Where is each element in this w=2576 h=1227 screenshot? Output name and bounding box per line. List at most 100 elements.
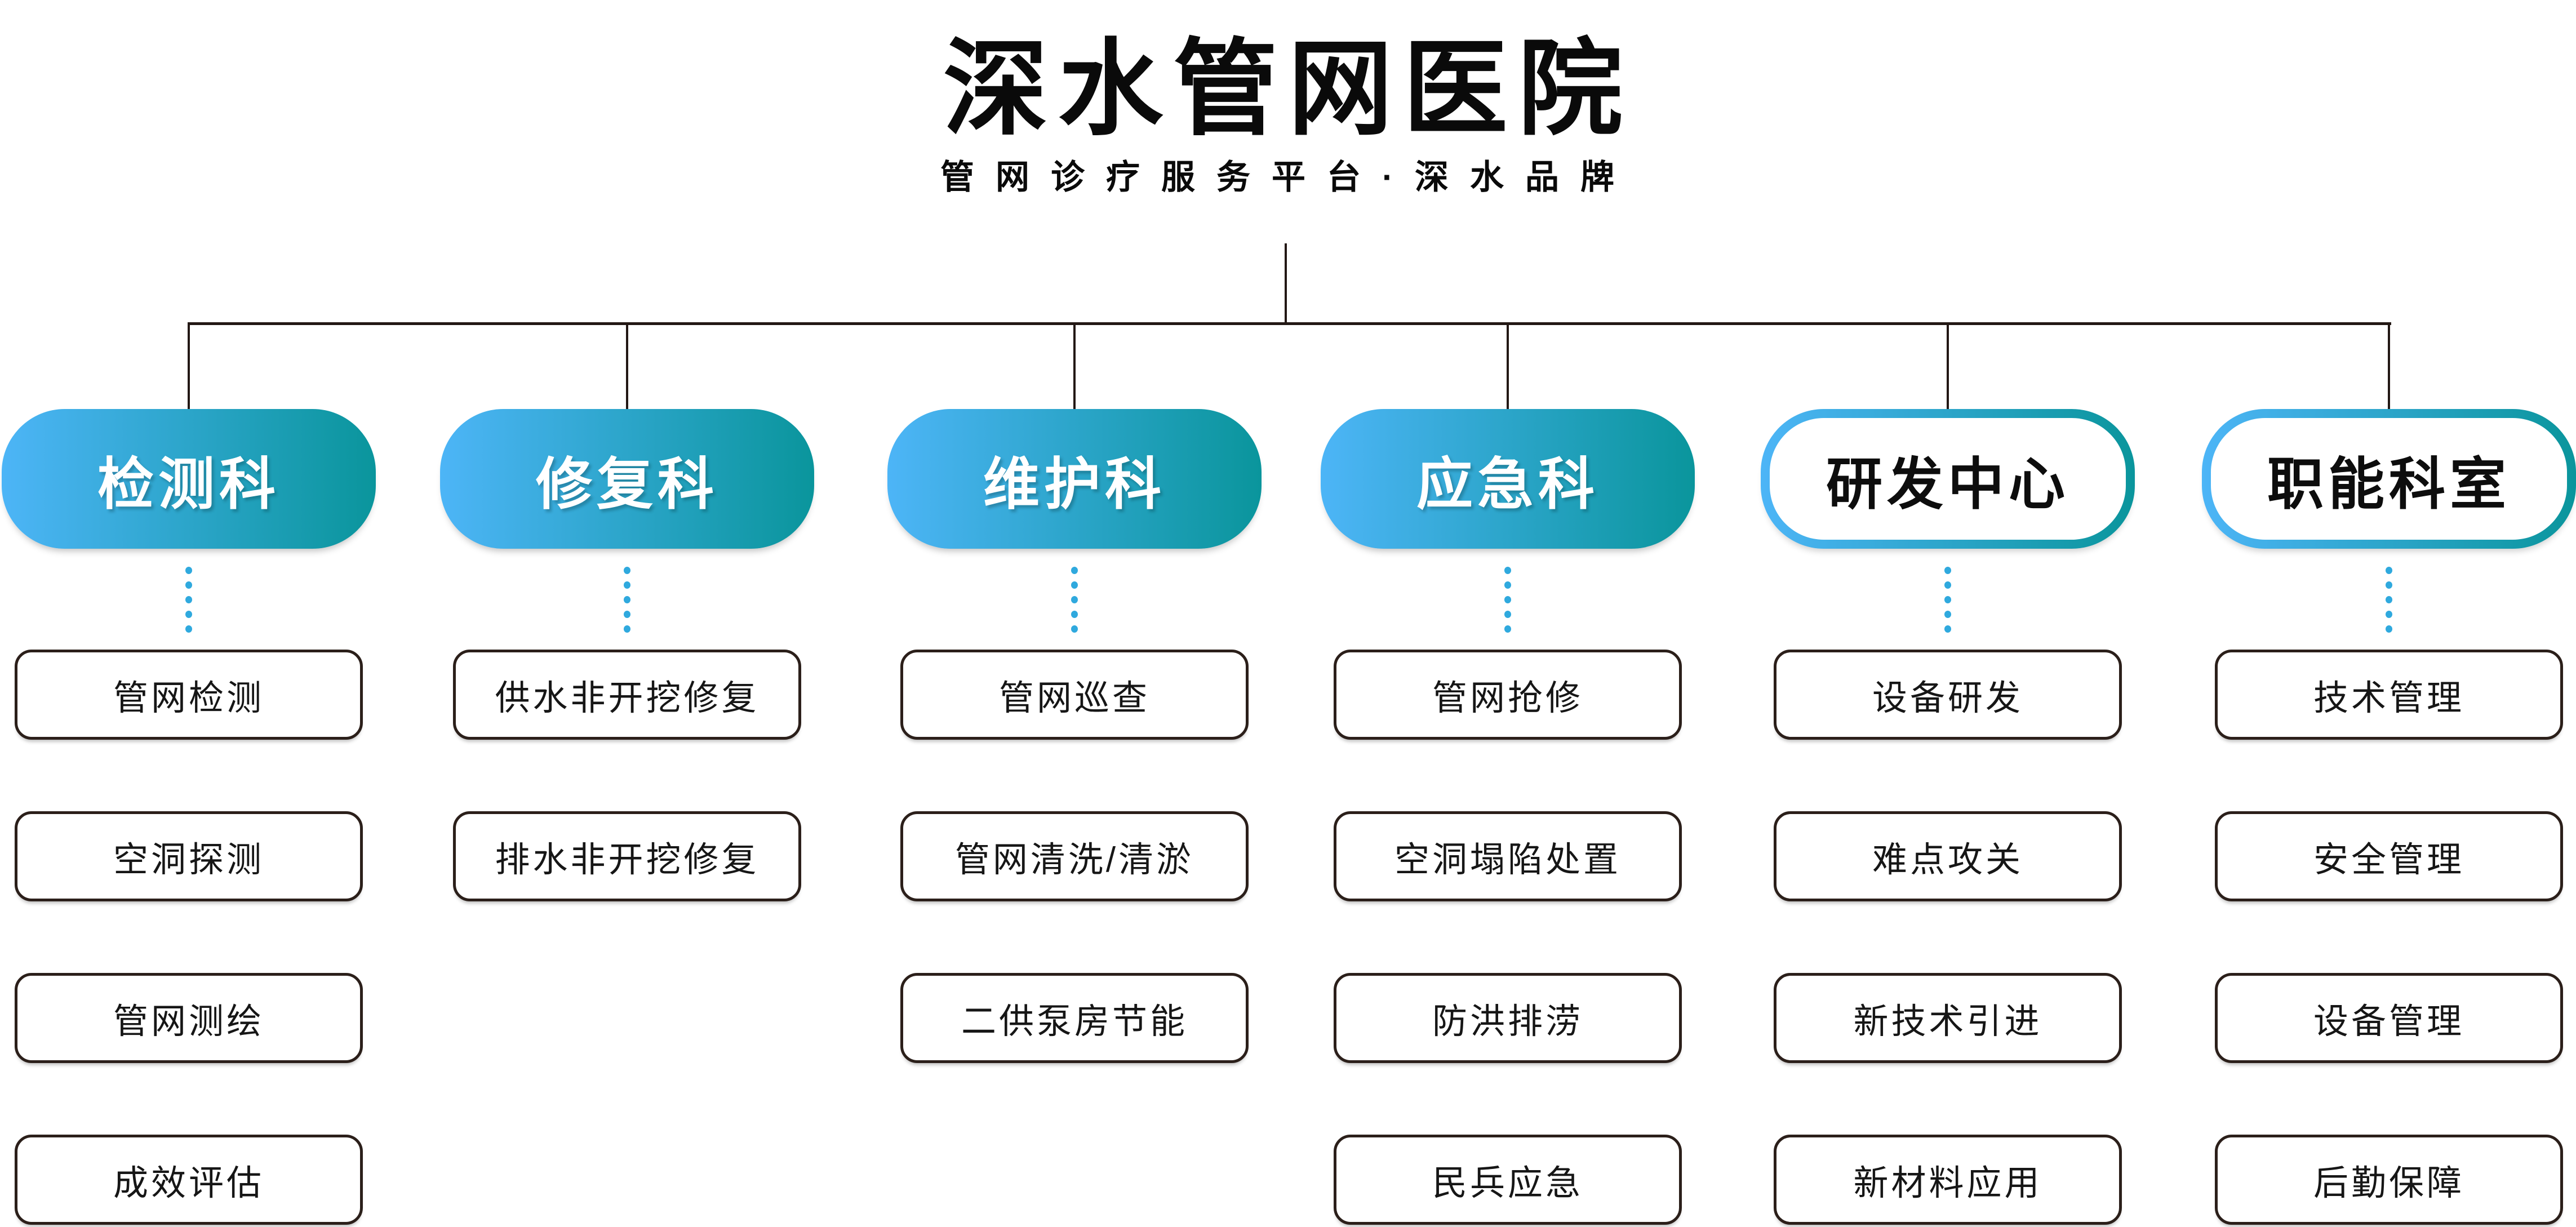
dot: [624, 625, 630, 633]
dotted-connector: [2386, 567, 2392, 633]
connector-horizontal-line: [188, 322, 2391, 325]
dot: [1071, 625, 1078, 633]
dot: [185, 625, 192, 633]
connector-drop: [2388, 323, 2390, 411]
dot: [185, 596, 192, 603]
dotted-connector: [1944, 567, 1951, 633]
dot: [1504, 611, 1511, 618]
service-item-box: 新技术引进: [1774, 973, 2122, 1063]
dot: [624, 611, 630, 618]
service-item-label: 难点攻关: [1872, 841, 2023, 879]
service-item-label: 新技术引进: [1853, 1002, 2042, 1041]
service-item-label: 供水非开挖修复: [495, 679, 760, 718]
dot: [1071, 581, 1078, 589]
dotted-connector: [1071, 567, 1078, 633]
dot: [1504, 625, 1511, 633]
service-item-box: 后勤保障: [2215, 1135, 2563, 1225]
department-name: 应急科: [1416, 452, 1599, 516]
page-subtitle: 管网诊疗服务平台·深水品牌: [940, 158, 1636, 196]
dot: [624, 567, 630, 574]
department-pill: 修复科: [440, 409, 814, 549]
connector-drop: [1947, 323, 1949, 411]
service-item-box: 设备研发: [1774, 650, 2122, 740]
service-item-label: 排水非开挖修复: [495, 841, 760, 879]
service-item-box: 设备管理: [2215, 973, 2563, 1063]
dotted-connector: [185, 567, 192, 633]
service-item-label: 后勤保障: [2313, 1164, 2464, 1203]
connector-drop: [626, 323, 628, 411]
dot: [185, 567, 192, 574]
department-pill: 维护科: [887, 409, 1262, 549]
service-item-box: 民兵应急: [1334, 1135, 1682, 1225]
connector-drop: [188, 323, 190, 411]
service-item-box: 空洞塌陷处置: [1334, 811, 1682, 901]
department-name: 研发中心: [1826, 452, 2069, 516]
service-item-label: 管网巡查: [998, 679, 1150, 718]
dot: [1071, 596, 1078, 603]
service-item-box: 空洞探测: [15, 811, 363, 901]
service-item-label: 设备研发: [1872, 679, 2023, 718]
service-item-label: 管网检测: [113, 679, 264, 718]
dot: [1944, 596, 1951, 603]
service-item-box: 管网检测: [15, 650, 363, 740]
service-item-label: 防洪排涝: [1432, 1002, 1583, 1041]
department-name: 维护科: [983, 452, 1166, 516]
department-pill: 研发中心: [1761, 409, 2135, 549]
department-name: 职能科室: [2267, 452, 2511, 516]
service-item-box: 管网测绘: [15, 973, 363, 1063]
service-item-label: 管网清洗/清淤: [954, 841, 1194, 879]
service-item-label: 空洞探测: [113, 841, 264, 879]
dot: [1944, 581, 1951, 589]
service-item-label: 管网抢修: [1432, 679, 1583, 718]
service-item-box: 技术管理: [2215, 650, 2563, 740]
dot: [185, 581, 192, 589]
dot: [1504, 596, 1511, 603]
service-item-label: 民兵应急: [1432, 1164, 1583, 1203]
dot: [1071, 567, 1078, 574]
service-item-box: 安全管理: [2215, 811, 2563, 901]
dot: [2386, 625, 2392, 633]
dotted-connector: [1504, 567, 1511, 633]
department-pill: 职能科室: [2202, 409, 2576, 549]
service-item-box: 管网巡查: [900, 650, 1249, 740]
dot: [1944, 625, 1951, 633]
dot: [1504, 567, 1511, 574]
service-item-box: 难点攻关: [1774, 811, 2122, 901]
department-name: 检测科: [97, 452, 280, 516]
service-item-label: 设备管理: [2313, 1002, 2464, 1041]
service-item-box: 二供泵房节能: [900, 973, 1249, 1063]
dot: [2386, 611, 2392, 618]
service-item-box: 管网抢修: [1334, 650, 1682, 740]
service-item-box: 供水非开挖修复: [453, 650, 801, 740]
service-item-label: 空洞塌陷处置: [1394, 841, 1621, 879]
service-item-box: 防洪排涝: [1334, 973, 1682, 1063]
dot: [1944, 611, 1951, 618]
dot: [185, 611, 192, 618]
department-pill: 检测科: [2, 409, 376, 549]
service-item-box: 新材料应用: [1774, 1135, 2122, 1225]
dot: [624, 581, 630, 589]
service-item-label: 成效评估: [113, 1164, 264, 1203]
department-name: 修复科: [536, 452, 718, 516]
service-item-box: 管网清洗/清淤: [900, 811, 1249, 901]
service-item-label: 新材料应用: [1853, 1164, 2042, 1203]
dot: [1071, 611, 1078, 618]
dot: [1944, 567, 1951, 574]
connector-drop: [1507, 323, 1509, 411]
service-item-box: 排水非开挖修复: [453, 811, 801, 901]
service-item-label: 二供泵房节能: [961, 1002, 1188, 1041]
connector-stem: [1285, 243, 1287, 323]
service-item-box: 成效评估: [15, 1135, 363, 1225]
page-title: 深水管网医院: [943, 31, 1633, 148]
service-item-label: 安全管理: [2313, 841, 2464, 879]
department-pill: 应急科: [1321, 409, 1695, 549]
dot: [1504, 581, 1511, 589]
dot: [624, 596, 630, 603]
connector-drop: [1073, 323, 1076, 411]
service-item-label: 管网测绘: [113, 1002, 264, 1041]
dot: [2386, 567, 2392, 574]
service-item-label: 技术管理: [2313, 679, 2464, 718]
dot: [2386, 596, 2392, 603]
dot: [2386, 581, 2392, 589]
